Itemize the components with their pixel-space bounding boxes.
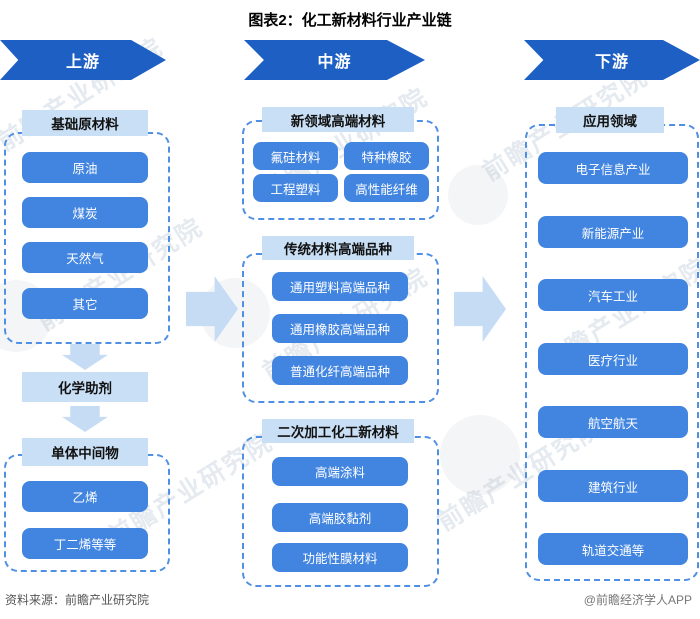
secondary-processing-header: 二次加工化工新材料 [262,419,414,443]
node-construction-industry: 建筑行业 [538,470,688,502]
node-natural-gas: 天然气 [22,242,148,273]
node-general-fiber: 普通化纤高端品种 [272,356,408,385]
node-high-end-coatings: 高端涂料 [272,457,408,486]
right-arrow-icon [186,276,238,342]
node-new-energy-industry: 新能源产业 [538,216,688,248]
node-high-end-adhesives: 高端胶黏剂 [272,503,408,532]
brand-credit: @前瞻经济学人APP [583,593,692,607]
new-field-materials-header: 新领域高端材料 [262,107,414,132]
node-general-rubber: 通用橡胶高端品种 [272,314,408,343]
watermark-logo-circle [448,165,508,225]
node-functional-membrane: 功能性膜材料 [272,543,408,572]
base-materials-header: 基础原材料 [22,110,148,136]
traditional-materials-header: 传统材料高端品种 [262,236,414,260]
down-arrow-icon [62,406,108,432]
down-arrow-icon [62,344,108,370]
node-butadiene: 丁二烯等等 [22,528,148,559]
right-arrow-icon [454,276,506,342]
node-rail-transit: 轨道交通等 [538,533,688,565]
node-electronics-industry: 电子信息产业 [538,152,688,184]
node-aerospace: 航空航天 [538,406,688,438]
chemical-additives-header: 化学助剂 [22,372,148,402]
node-general-plastics: 通用塑料高端品种 [272,272,408,301]
source-note: 资料来源：前瞻产业研究院 [5,593,150,607]
node-fluorosilicone: 氟硅材料 [253,142,338,170]
new-field-materials-group [242,120,439,220]
node-other: 其它 [22,288,148,319]
node-crude-oil: 原油 [22,152,148,183]
diagram-title: 图表2：化工新材料行业产业链 [248,12,452,29]
node-coal: 煤炭 [22,197,148,228]
node-high-performance-fiber: 高性能纤维 [344,174,429,202]
node-medical-industry: 医疗行业 [538,343,688,375]
midstream-banner: 中游 [244,40,425,80]
node-special-rubber: 特种橡胶 [344,142,429,170]
monomer-intermediates-header: 单体中间物 [22,438,148,466]
upstream-banner: 上游 [0,40,166,80]
node-engineering-plastics: 工程塑料 [253,174,338,202]
downstream-banner: 下游 [524,40,700,80]
watermark-logo-circle [440,415,520,495]
node-automotive-industry: 汽车工业 [538,279,688,311]
application-fields-header: 应用领域 [556,107,664,133]
node-ethylene: 乙烯 [22,481,148,512]
